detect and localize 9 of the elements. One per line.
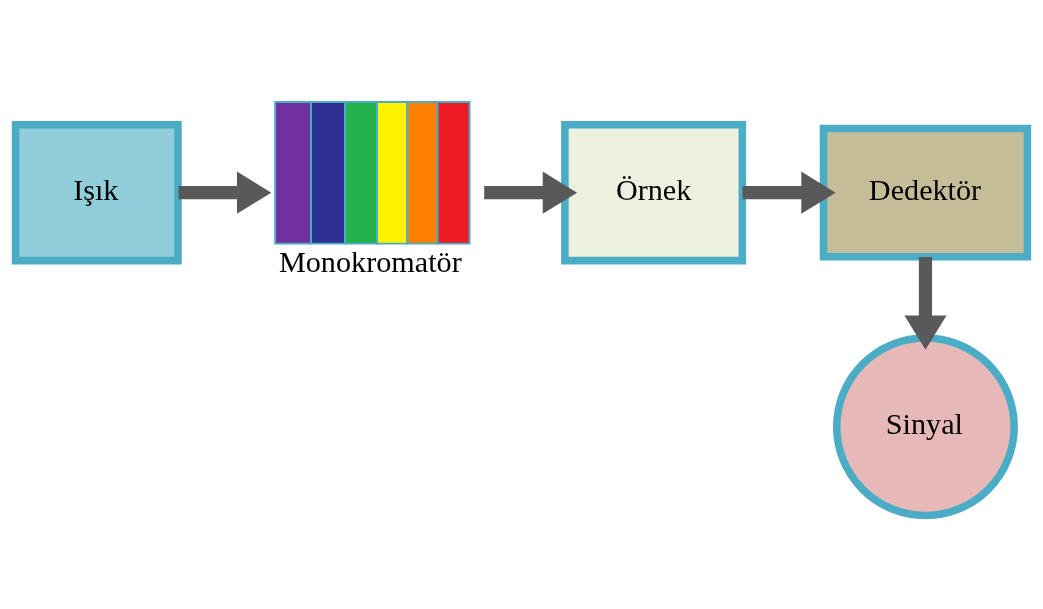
node-label: Monokromatör <box>278 244 462 279</box>
node-circle: Sinyal <box>832 334 1018 520</box>
arrow <box>742 171 836 214</box>
node-box: Dedektör <box>819 124 1032 261</box>
node-box: Işık <box>11 120 182 265</box>
arrow <box>484 171 578 214</box>
arrow <box>178 171 272 214</box>
node-box: Örnek <box>561 120 747 265</box>
arrow <box>904 257 947 350</box>
